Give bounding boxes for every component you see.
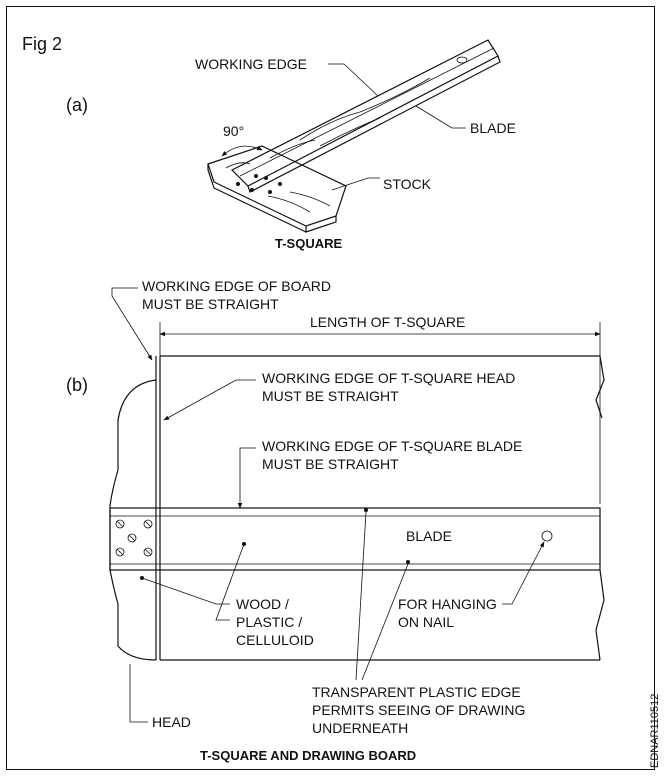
part-b-tag: (b)	[66, 375, 88, 395]
caption-a: T-SQUARE	[275, 236, 343, 251]
t-square-head	[109, 379, 157, 661]
t-square-blade	[109, 507, 601, 580]
head-screws	[115, 519, 153, 557]
plastic-label-3: UNDERNEATH	[312, 720, 408, 736]
plastic-label-2: PERMITS SEEING OF DRAWING	[312, 702, 525, 718]
head-edge-label-1: WORKING EDGE OF T-SQUARE HEAD	[262, 370, 515, 386]
material-label-2: PLASTIC /	[236, 614, 302, 630]
angle-label: 90°	[223, 123, 244, 139]
figure-label: Fig 2	[22, 34, 62, 54]
blade-edge-label-2: MUST BE STRAIGHT	[262, 456, 399, 472]
blade-edge-label-1: WORKING EDGE OF T-SQUARE BLADE	[262, 438, 522, 454]
blade-label-a: BLADE	[470, 120, 516, 136]
hanging-hole	[541, 530, 553, 542]
material-label-1: WOOD /	[236, 596, 289, 612]
hanging-label-2: ON NAIL	[398, 614, 454, 630]
figure-code: EDNAR110512	[649, 694, 661, 768]
material-label-3: CELLULOID	[236, 632, 314, 648]
head-edge-label-2: MUST BE STRAIGHT	[262, 388, 399, 404]
caption-b: T-SQUARE AND DRAWING BOARD	[200, 748, 416, 763]
plastic-label-1: TRANSPARENT PLASTIC EDGE	[312, 684, 521, 700]
length-label: LENGTH OF T-SQUARE	[310, 314, 465, 330]
figure-frame	[6, 6, 655, 770]
part-a-tag: (a)	[66, 95, 88, 115]
working-edge-label: WORKING EDGE	[195, 56, 307, 72]
t-square-3d-illustration	[207, 39, 501, 233]
board-edge-label-2: MUST BE STRAIGHT	[142, 296, 279, 312]
hanging-label-1: FOR HANGING	[398, 596, 497, 612]
board-edge-label-1: WORKING EDGE OF BOARD	[142, 278, 331, 294]
stock-label: STOCK	[383, 176, 432, 192]
blade-label-b: BLADE	[406, 528, 452, 544]
head-label: HEAD	[152, 714, 191, 730]
